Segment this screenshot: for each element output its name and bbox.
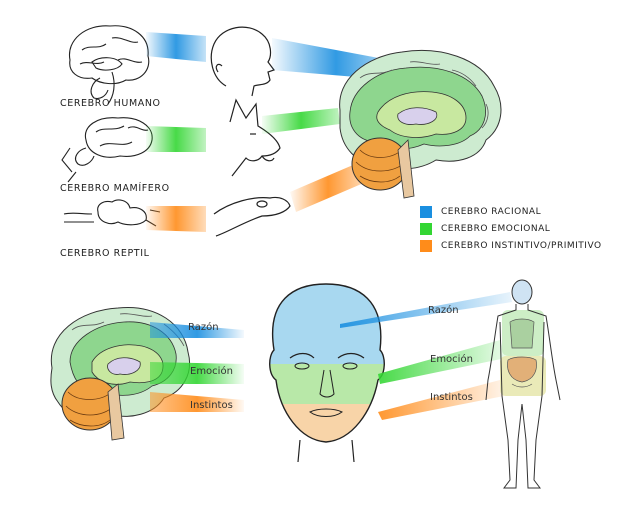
human-head-sketch-icon: [210, 26, 275, 97]
caption-mammal-brain: CEREBRO MAMÍFERO: [60, 183, 170, 194]
colored-brain-top-icon: [339, 50, 502, 199]
tag-body-instinct: Instintos: [430, 392, 473, 403]
green-band-top-1: [146, 126, 206, 152]
legend-item-rational: CEREBRO RACIONAL: [420, 203, 602, 220]
legend-swatch-rational: [420, 205, 432, 218]
human-body-figure-icon: [485, 279, 561, 489]
caption-reptile-brain: CEREBRO REPTIL: [60, 248, 150, 259]
legend-label-instinctive: CEREBRO INSTINTIVO/PRIMITIVO: [441, 240, 602, 251]
legend-item-emotional: CEREBRO EMOCIONAL: [420, 220, 602, 237]
caption-human-brain: CEREBRO HUMANO: [60, 98, 161, 109]
brain-instinct-band: [150, 392, 244, 412]
legend-label-rational: CEREBRO RACIONAL: [441, 206, 542, 217]
tag-brain-emotion: Emoción: [190, 366, 233, 377]
human-brain-sketch-icon: [68, 25, 150, 105]
tag-body-reason: Razón: [428, 305, 459, 316]
mammal-brain-sketch-icon: [61, 117, 153, 183]
blue-band-top-1: [146, 32, 206, 62]
green-band-top-2: [262, 108, 340, 134]
legend-label-emotional: CEREBRO EMOCIONAL: [441, 223, 551, 234]
legend-item-instinctive: CEREBRO INSTINTIVO/PRIMITIVO: [420, 237, 602, 254]
human-face-icon: [269, 283, 385, 463]
body-instinct-band: [378, 380, 504, 420]
legend: CEREBRO RACIONAL CEREBRO EMOCIONAL CEREB…: [420, 203, 602, 254]
body-emotion-band: [378, 340, 506, 384]
reptile-brain-sketch-icon: [63, 199, 161, 227]
brain-emotion-band: [150, 362, 244, 384]
orange-band-top-1: [146, 206, 206, 232]
body-reason-band: [340, 292, 512, 328]
snake-head-sketch-icon: [213, 196, 291, 237]
dog-head-sketch-icon: [229, 98, 281, 177]
legend-swatch-instinctive: [420, 239, 432, 252]
tag-brain-reason: Razón: [188, 322, 219, 333]
brain-reason-band: [150, 322, 244, 338]
orange-band-top-2: [290, 162, 366, 212]
tag-body-emotion: Emoción: [430, 354, 473, 365]
tag-brain-instinct: Instintos: [190, 400, 233, 411]
legend-swatch-emotional: [420, 222, 432, 235]
